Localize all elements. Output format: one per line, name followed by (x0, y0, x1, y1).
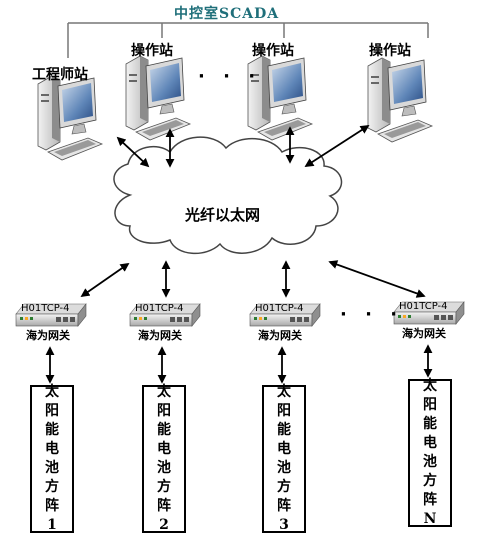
solar-array-3-char: 能 (277, 422, 291, 438)
gateway-network-links (80, 260, 426, 298)
control-room-title: 中控室SCADA (174, 6, 280, 22)
stations-ellipsis: · · · (198, 66, 262, 87)
solar-array-1: 太 阳 能 电 池 方 阵 1 (30, 384, 74, 533)
solar-array-n-char: N (423, 511, 437, 527)
solar-array-2-char: 阳 (157, 403, 171, 419)
solar-array-n-char: 方 (423, 473, 437, 489)
operator-station-2-label: 操作站 (252, 43, 294, 59)
solar-array-1-char: 1 (47, 517, 57, 533)
solar-array-2-char: 能 (157, 422, 171, 438)
solar-array-n-char: 电 (423, 435, 437, 451)
solar-array-2-char: 池 (157, 460, 171, 476)
solar-array-3-char: 阵 (277, 498, 291, 514)
solar-array-2-char: 阵 (157, 498, 171, 514)
solar-array-n-char: 能 (423, 416, 437, 432)
solar-array-1-char: 太 (45, 384, 59, 400)
solar-array-2-char: 太 (157, 384, 171, 400)
gateway-1-brand: 海为网关 (26, 329, 70, 342)
solar-array-n-char: 阵 (423, 492, 437, 508)
gateway-3-model: H01TCP-4 (255, 303, 304, 314)
solar-array-3-char: 池 (277, 460, 291, 476)
solar-array-1-char: 阳 (45, 403, 59, 419)
solar-array-3-char: 方 (277, 479, 291, 495)
solar-array-1-char: 方 (45, 479, 59, 495)
operator-station-1-label: 操作站 (131, 43, 173, 59)
solar-array-2-char: 2 (159, 517, 169, 533)
solar-array-3-char: 阳 (277, 403, 291, 419)
solar-array-3: 太 阳 能 电 池 方 阵 3 (262, 384, 306, 533)
engineer-station-computer-icon (37, 75, 103, 161)
network-label: 光纤以太网 (185, 206, 261, 224)
solar-array-2-char: 电 (157, 441, 171, 457)
gateway-1-model: H01TCP-4 (21, 303, 70, 314)
operator-station-1-computer-icon (125, 55, 191, 141)
solar-array-2: 太 阳 能 电 池 方 阵 2 (142, 384, 186, 533)
gateway-2-brand: 海为网关 (138, 329, 182, 342)
solar-array-n-char: 太 (423, 378, 437, 394)
gateway-4-brand: 海为网关 (402, 327, 446, 340)
solar-array-1-char: 池 (45, 460, 59, 476)
gateway-4-model: H01TCP-4 (399, 301, 448, 312)
solar-array-1-char: 阵 (45, 498, 59, 514)
gateway-2-model: H01TCP-4 (135, 303, 184, 314)
solar-array-n: 太 阳 能 电 池 方 阵 N (408, 378, 452, 527)
gateways-ellipsis: · · · (340, 304, 404, 325)
operator-station-3-label: 操作站 (369, 43, 411, 59)
solar-array-3-char: 3 (279, 517, 289, 533)
solar-array-1-char: 能 (45, 422, 59, 438)
solar-array-2-char: 方 (157, 479, 171, 495)
solar-array-n-char: 阳 (423, 397, 437, 413)
scada-bus (67, 22, 429, 58)
solar-array-3-char: 电 (277, 441, 291, 457)
solar-array-3-char: 太 (277, 384, 291, 400)
ethernet-cloud (113, 136, 343, 255)
operator-station-3-computer-icon (367, 57, 433, 143)
engineer-station-label: 工程师站 (32, 67, 88, 83)
gateway-3-brand: 海为网关 (258, 329, 302, 342)
computer-network-links (116, 125, 370, 168)
array-links (45, 344, 433, 384)
solar-array-n-char: 池 (423, 454, 437, 470)
solar-array-1-char: 电 (45, 441, 59, 457)
